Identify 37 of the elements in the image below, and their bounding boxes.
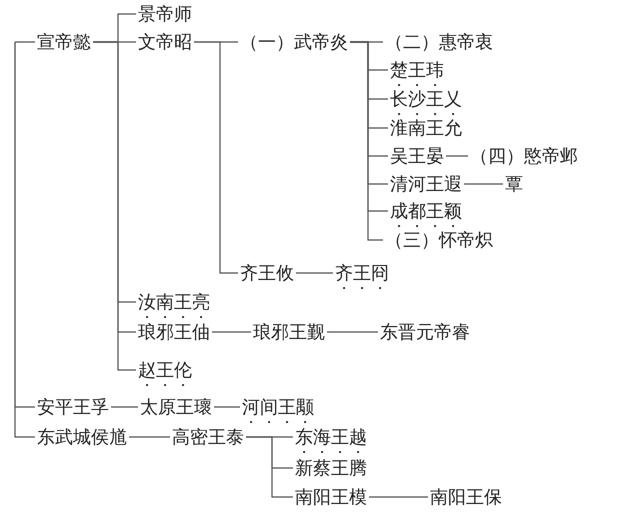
name-label: 齐王冏 bbox=[335, 262, 389, 299]
name-label: 安平王孚 bbox=[37, 396, 109, 418]
name-label: 吴王晏 bbox=[390, 145, 444, 167]
connector-line bbox=[446, 155, 468, 157]
name-label: 东武城侯馗 bbox=[37, 426, 127, 448]
name-label: 齐王攸 bbox=[240, 262, 294, 284]
connector-line bbox=[464, 183, 503, 185]
connector-line bbox=[369, 496, 428, 498]
name-label: 琅邪王伷 bbox=[138, 321, 210, 343]
name-label: 南阳王模 bbox=[295, 486, 367, 508]
name-label: 覃 bbox=[505, 173, 523, 195]
connector-line bbox=[129, 436, 170, 438]
connector-line bbox=[212, 331, 251, 333]
name-label: 清河王遐 bbox=[390, 173, 462, 195]
name-label: 文帝昭 bbox=[138, 31, 192, 53]
name-label: 南阳王保 bbox=[430, 486, 502, 508]
name-label: （一）武帝炎 bbox=[240, 31, 348, 53]
connector-line bbox=[327, 331, 378, 333]
connector-line bbox=[350, 41, 383, 241]
name-label: 淮南王允 bbox=[390, 117, 462, 139]
name-label: 琅邪王觐 bbox=[253, 321, 325, 343]
connector-line bbox=[111, 406, 138, 408]
name-label: 太原王瓌 bbox=[140, 396, 212, 418]
connector-line bbox=[214, 406, 240, 408]
name-label: 新蔡王腾 bbox=[295, 457, 367, 479]
name-label: 高密王泰 bbox=[172, 426, 244, 448]
connector-line bbox=[15, 41, 35, 43]
name-label: （二）惠帝衷 bbox=[385, 31, 493, 53]
name-label: （三）怀帝炽 bbox=[385, 229, 493, 251]
name-label: （四）愍帝邺 bbox=[470, 145, 578, 167]
name-label: 景帝师 bbox=[138, 3, 192, 25]
name-label: 东晋元帝睿 bbox=[380, 321, 470, 343]
connector-line bbox=[246, 436, 293, 498]
connector-line bbox=[296, 272, 333, 274]
connector-line bbox=[194, 41, 238, 274]
name-label: 赵王伦 bbox=[138, 359, 192, 396]
name-label: 宣帝懿 bbox=[37, 31, 91, 53]
